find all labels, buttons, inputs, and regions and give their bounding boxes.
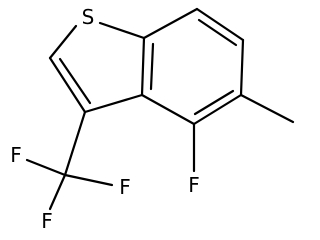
bond-s-c2 bbox=[48, 24, 78, 60]
bond-c5-methyl bbox=[239, 93, 295, 124]
bond-c5-c4 bbox=[192, 93, 243, 126]
bond-c7-c6-inner bbox=[197, 18, 238, 47]
bond-c7a-s bbox=[98, 21, 146, 40]
molecule-canvas: S F F F F bbox=[10, 5, 295, 233]
bond-c5-c4-inner bbox=[193, 89, 235, 116]
bond-c3a-c7a-inner bbox=[149, 42, 155, 91]
atom-cf3-fluorine-bottom-label: F bbox=[41, 209, 53, 233]
bond-cf3-f-left bbox=[25, 158, 67, 177]
bond-c3-c3a bbox=[83, 93, 144, 114]
bond-c3a-c7a bbox=[140, 36, 146, 97]
bond-c7a-c7 bbox=[142, 7, 199, 40]
bond-c2-c3 bbox=[48, 56, 87, 114]
bond-c3-cf3 bbox=[63, 110, 87, 177]
structure-drawing: S F F F F bbox=[10, 5, 295, 233]
atom-sulfur-label: S bbox=[82, 5, 95, 29]
bond-cf3-f-right bbox=[63, 173, 114, 187]
atom-cf3-fluorine-right-label: F bbox=[119, 175, 131, 199]
bond-cf3-f-bottom bbox=[48, 173, 67, 211]
atom-cf3-fluorine-left-label: F bbox=[10, 143, 22, 167]
bond-c7-c6 bbox=[195, 7, 245, 42]
bond-c2-c3-inner bbox=[58, 57, 92, 105]
bond-c4-c3a bbox=[140, 93, 196, 126]
atom-fluorine-ring-label: F bbox=[188, 173, 200, 197]
bond-c6-c5 bbox=[239, 38, 245, 97]
